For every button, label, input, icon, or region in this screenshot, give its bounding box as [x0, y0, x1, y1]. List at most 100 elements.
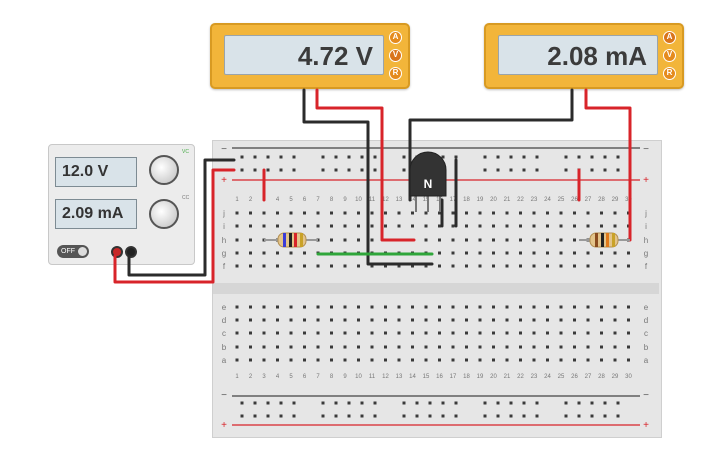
hole[interactable] — [384, 264, 387, 268]
hole[interactable] — [235, 318, 239, 322]
hole[interactable] — [586, 358, 590, 362]
hole[interactable] — [235, 251, 239, 255]
hole[interactable] — [289, 318, 293, 322]
hole[interactable] — [321, 155, 325, 159]
hole[interactable] — [465, 345, 468, 349]
hole[interactable] — [441, 155, 445, 159]
hole[interactable] — [370, 238, 374, 242]
mode-v-knob[interactable]: V — [389, 49, 402, 62]
hole[interactable] — [627, 331, 630, 335]
hole[interactable] — [451, 224, 455, 228]
hole[interactable] — [347, 414, 351, 418]
hole[interactable] — [370, 305, 374, 309]
hole[interactable] — [321, 401, 325, 405]
hole[interactable] — [402, 168, 406, 172]
hole[interactable] — [357, 318, 360, 322]
hole[interactable] — [343, 318, 347, 322]
hole[interactable] — [438, 238, 441, 242]
hole[interactable] — [478, 238, 482, 242]
hole[interactable] — [603, 168, 607, 172]
hole[interactable] — [384, 331, 387, 335]
hole[interactable] — [492, 211, 495, 215]
hole[interactable] — [509, 414, 513, 418]
hole[interactable] — [276, 318, 279, 322]
hole[interactable] — [289, 358, 293, 362]
hole[interactable] — [276, 305, 279, 309]
hole[interactable] — [384, 211, 387, 215]
hole[interactable] — [360, 155, 364, 159]
hole[interactable] — [451, 358, 455, 362]
hole[interactable] — [532, 224, 536, 228]
hole[interactable] — [496, 414, 500, 418]
hole[interactable] — [373, 155, 377, 159]
hole[interactable] — [316, 211, 320, 215]
hole[interactable] — [532, 251, 536, 255]
hole[interactable] — [573, 264, 576, 268]
hole[interactable] — [347, 401, 351, 405]
hole[interactable] — [357, 358, 360, 362]
hole[interactable] — [573, 238, 576, 242]
hole[interactable] — [573, 318, 576, 322]
hole[interactable] — [262, 264, 266, 268]
hole[interactable] — [316, 318, 320, 322]
hole[interactable] — [559, 224, 563, 228]
mode-v-knob[interactable]: V — [663, 49, 676, 62]
hole[interactable] — [478, 331, 482, 335]
hole[interactable] — [373, 414, 377, 418]
hole[interactable] — [483, 414, 487, 418]
hole[interactable] — [600, 251, 603, 255]
hole[interactable] — [424, 211, 428, 215]
hole[interactable] — [483, 168, 487, 172]
hole[interactable] — [411, 224, 414, 228]
hole[interactable] — [402, 401, 406, 405]
mode-a-knob[interactable]: A — [389, 31, 402, 44]
hole[interactable] — [360, 414, 364, 418]
hole[interactable] — [276, 251, 279, 255]
hole[interactable] — [519, 211, 522, 215]
hole[interactable] — [343, 345, 347, 349]
hole[interactable] — [519, 345, 522, 349]
hole[interactable] — [424, 358, 428, 362]
hole[interactable] — [546, 305, 549, 309]
hole[interactable] — [266, 401, 270, 405]
hole[interactable] — [465, 358, 468, 362]
hole[interactable] — [384, 345, 387, 349]
hole[interactable] — [262, 358, 266, 362]
hole[interactable] — [586, 251, 590, 255]
hole[interactable] — [249, 224, 252, 228]
hole[interactable] — [438, 305, 441, 309]
hole[interactable] — [289, 331, 293, 335]
hole[interactable] — [235, 264, 239, 268]
hole[interactable] — [505, 251, 509, 255]
hole[interactable] — [316, 345, 320, 349]
hole[interactable] — [532, 345, 536, 349]
hole[interactable] — [535, 155, 539, 159]
hole[interactable] — [330, 318, 333, 322]
hole[interactable] — [496, 401, 500, 405]
hole[interactable] — [603, 401, 607, 405]
hole[interactable] — [586, 331, 590, 335]
hole[interactable] — [397, 211, 401, 215]
hole[interactable] — [505, 345, 509, 349]
hole[interactable] — [438, 224, 441, 228]
hole[interactable] — [360, 401, 364, 405]
hole[interactable] — [559, 264, 563, 268]
hole[interactable] — [289, 305, 293, 309]
hole[interactable] — [357, 345, 360, 349]
hole[interactable] — [303, 358, 306, 362]
hole[interactable] — [411, 358, 414, 362]
hole[interactable] — [519, 358, 522, 362]
hole[interactable] — [249, 331, 252, 335]
hole[interactable] — [454, 155, 458, 159]
hole[interactable] — [235, 331, 239, 335]
hole[interactable] — [590, 414, 594, 418]
hole[interactable] — [535, 168, 539, 172]
hole[interactable] — [235, 224, 239, 228]
hole[interactable] — [613, 264, 617, 268]
hole[interactable] — [289, 264, 293, 268]
hole[interactable] — [559, 305, 563, 309]
hole[interactable] — [303, 224, 306, 228]
hole[interactable] — [262, 305, 266, 309]
hole[interactable] — [600, 224, 603, 228]
hole[interactable] — [384, 358, 387, 362]
